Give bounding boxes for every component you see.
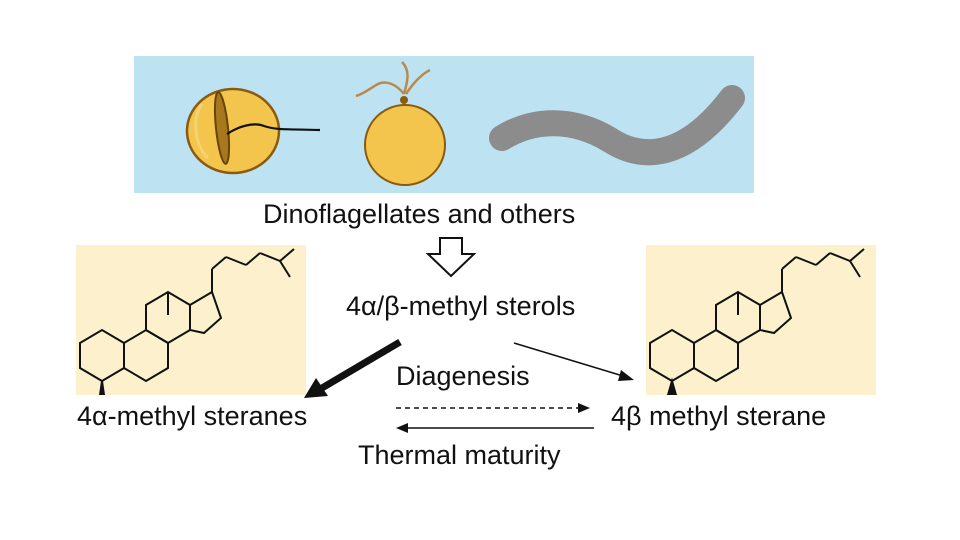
- diagenesis-arrow: [396, 403, 590, 413]
- beta-sterane-structure: [649, 248, 865, 395]
- alpha-sterane-structure: [79, 248, 295, 395]
- dinoflagellate-icon: [185, 87, 321, 175]
- organism-panel: [134, 56, 754, 193]
- reverse-process-label: Thermal maturity: [358, 440, 561, 470]
- intermediate-sterols-label: 4α/β-methyl sterols: [346, 291, 576, 321]
- thermal-maturity-arrow: [396, 423, 594, 433]
- forward-process-label: Diagenesis: [396, 361, 530, 391]
- worm-like-cell-icon: [489, 85, 745, 166]
- down-hollow-arrow: [425, 237, 477, 278]
- right-product-label: 4β methyl sterane: [611, 401, 827, 431]
- alpha-sterane-structure-panel: [76, 245, 306, 395]
- flagellate-cell-icon: [355, 61, 446, 186]
- left-product-label: 4α-methyl steranes: [77, 401, 308, 431]
- minor-pathway-arrow: [513, 342, 634, 381]
- source-organisms-label: Dinoflagellates and others: [263, 199, 576, 229]
- beta-sterane-structure-panel: [646, 245, 876, 395]
- major-pathway-arrow: [304, 338, 402, 398]
